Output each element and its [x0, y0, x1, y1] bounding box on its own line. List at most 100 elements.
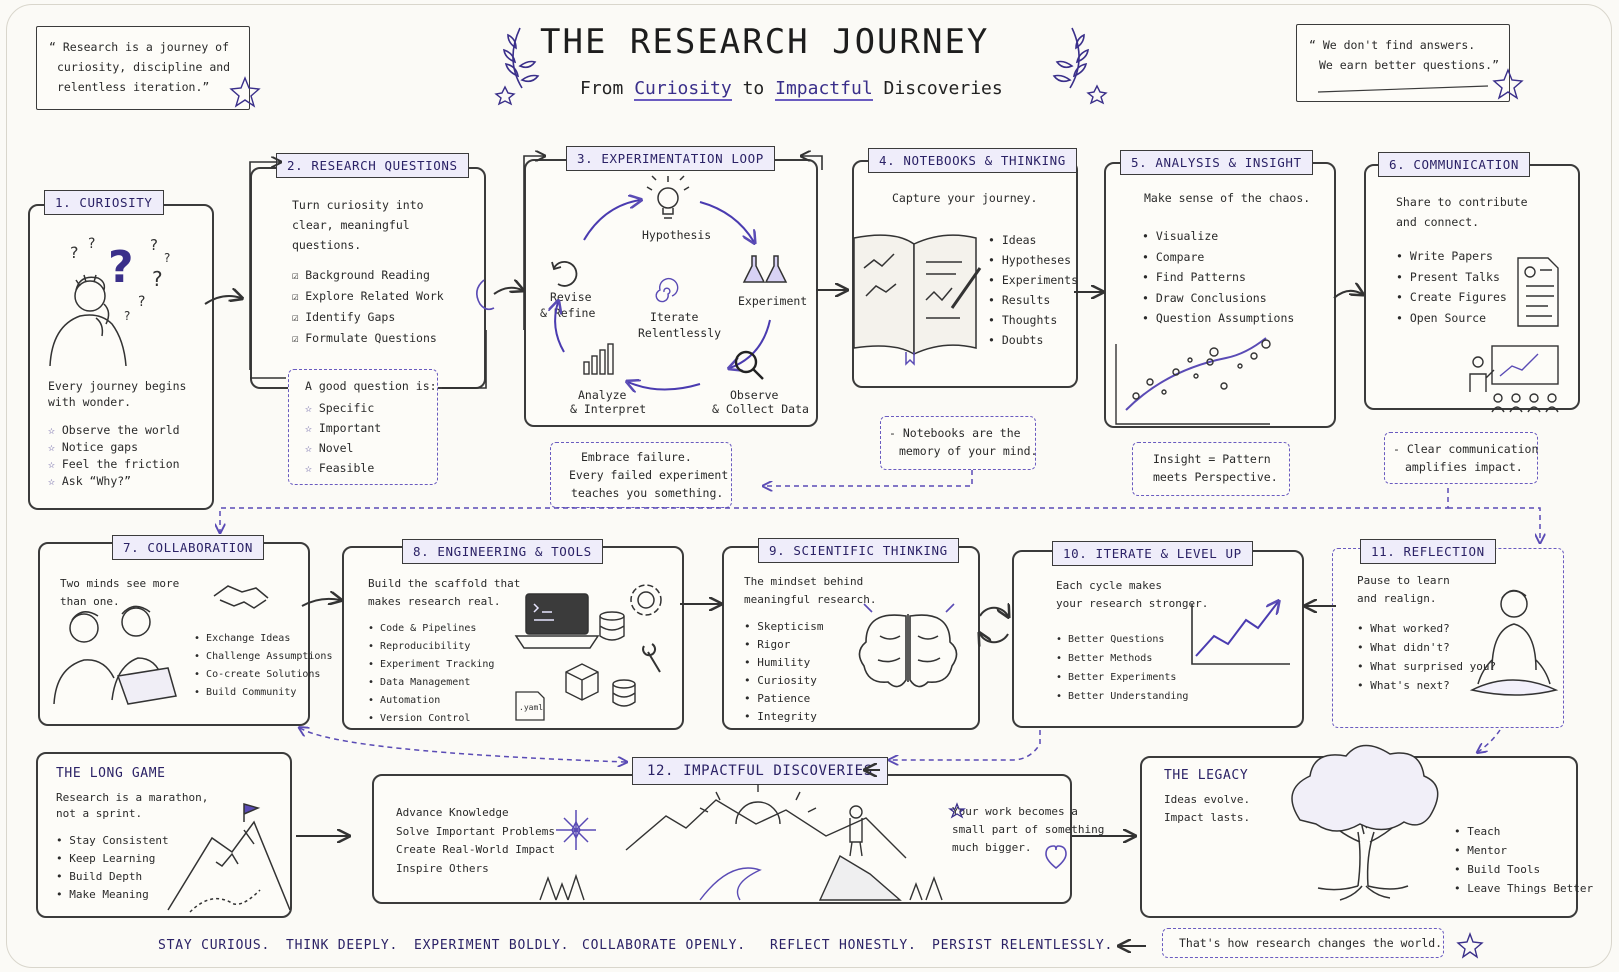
legacy-title: THE LEGACY — [1164, 768, 1249, 783]
tag-notebooks: 4. NOTEBOOKS & THINKING — [868, 148, 1077, 173]
list-item: Build Depth — [56, 868, 169, 886]
legacy-list: Teach Mentor Build Tools Leave Things Be… — [1454, 822, 1593, 898]
list-item: Background Reading — [292, 265, 444, 286]
list-item: Build Tools — [1454, 860, 1593, 879]
list-item: What worked? — [1357, 619, 1496, 638]
subtitle-to: to — [742, 78, 765, 99]
footer-motto: COLLABORATE OPENLY. — [582, 938, 746, 953]
tag-scientific-thinking: 9. SCIENTIFIC THINKING — [758, 538, 959, 563]
list-item: Advance Knowledge — [396, 806, 509, 819]
analysis-intro: Make sense of the chaos. — [1144, 191, 1311, 205]
note-good-question: A good question is: Specific Important N… — [288, 369, 438, 485]
footer-motto: STAY CURIOUS. — [158, 938, 271, 953]
eng-intro: makes research real. — [368, 595, 501, 608]
eng-list: Code & Pipelines Reproducibility Experim… — [368, 620, 494, 728]
list-item: Thoughts — [988, 310, 1078, 330]
list-item: Better Questions — [1056, 630, 1188, 649]
list-item: Exchange Ideas — [194, 630, 332, 648]
stage-engineering: Build the scaffold that makes research r… — [342, 546, 684, 730]
analysis-list: Visualize Compare Find Patterns Draw Con… — [1142, 226, 1294, 329]
list-item: Make Meaning — [56, 886, 169, 904]
list-item: Experiments — [988, 270, 1078, 290]
list-item: What didn't? — [1357, 638, 1496, 657]
subtitle-curiosity: Curiosity — [634, 78, 732, 101]
impact-right: much bigger. — [952, 841, 1032, 854]
list-item: Question Assumptions — [1142, 308, 1294, 329]
loop-revise: Revise — [550, 290, 592, 304]
quote-left-line: “ Research is a journey of — [49, 40, 230, 54]
footer-motto: REFLECT HONESTLY. — [770, 938, 917, 953]
footer-motto: EXPERIMENT BOLDLY. — [414, 938, 570, 953]
impact-list: Advance Knowledge Solve Important Proble… — [396, 804, 555, 878]
loop-analyze: & Interpret — [570, 402, 647, 416]
list-item: Rigor — [744, 636, 823, 654]
list-item: Leave Things Better — [1454, 879, 1593, 898]
list-item: Build Community — [194, 684, 332, 702]
list-item: Integrity — [744, 708, 823, 726]
subtitle-from: From — [580, 78, 624, 99]
sci-intro: The mindset behind — [744, 575, 864, 588]
note-line: Embrace failure. — [581, 450, 692, 464]
long-game-intro: not a sprint. — [56, 807, 143, 820]
list-item: Ideas — [988, 230, 1078, 250]
list-item: Present Talks — [1396, 267, 1507, 288]
note-line: teaches you something. — [571, 486, 724, 500]
note-line: - Clear communication — [1393, 442, 1539, 456]
collab-list: Exchange Ideas Challenge Assumptions Co-… — [194, 630, 332, 702]
list-item: Challenge Assumptions — [194, 648, 332, 666]
list-item: Find Patterns — [1142, 267, 1294, 288]
subtitle-impactful: Impactful — [775, 78, 873, 101]
communication-intro: Share to contribute — [1396, 195, 1528, 209]
note-line: Insight = Pattern — [1153, 452, 1271, 466]
legacy-intro: Ideas evolve. — [1164, 793, 1251, 806]
loop-observe: & Collect Data — [712, 402, 809, 416]
iterate-intro: your research stronger. — [1056, 597, 1209, 610]
impact-right: small part of something — [952, 823, 1105, 836]
stage-experimentation-loop: Hypothesis Experiment Observe & Collect … — [524, 159, 818, 427]
list-item: Humility — [744, 654, 823, 672]
note-line: memory of your mind. — [899, 444, 1038, 458]
long-game-title: THE LONG GAME — [56, 766, 166, 781]
curiosity-list: Observe the world Notice gaps Feel the f… — [48, 422, 180, 490]
quote-left-line: relentless iteration.” — [57, 80, 210, 94]
stage-iterate: Each cycle makes your research stronger.… — [1012, 550, 1304, 728]
tag-iterate: 10. ITERATE & LEVEL UP — [1052, 541, 1253, 566]
note-communication: - Clear communication amplifies impact. — [1384, 432, 1538, 484]
notebooks-intro: Capture your journey. — [892, 191, 1038, 205]
communication-list: Write Papers Present Talks Create Figure… — [1396, 246, 1507, 328]
good-question-list: Specific Important Novel Feasible — [305, 398, 381, 478]
tag-research-questions: 2. RESEARCH QUESTIONS — [276, 153, 469, 178]
rq-list: Background Reading Explore Related Work … — [292, 265, 444, 349]
collab-intro: than one. — [60, 595, 120, 608]
note-embrace-failure: Embrace failure. Every failed experiment… — [550, 442, 732, 508]
iterate-list: Better Questions Better Methods Better E… — [1056, 630, 1188, 706]
section-legacy: THE LEGACY Ideas evolve. Impact lasts. T… — [1140, 756, 1593, 918]
note-title: A good question is: — [305, 379, 437, 393]
list-item: Skepticism — [744, 618, 823, 636]
list-item: Identify Gaps — [292, 307, 444, 328]
sci-intro: meaningful research. — [744, 593, 877, 606]
list-item: Create Figures — [1396, 287, 1507, 308]
sci-list: Skepticism Rigor Humility Curiosity Pati… — [744, 618, 823, 726]
list-item: Ask “Why?” — [48, 473, 180, 490]
curiosity-intro: Every journey begins — [48, 379, 187, 393]
loop-experiment: Experiment — [738, 294, 808, 308]
iterate-intro: Each cycle makes — [1056, 579, 1162, 592]
rq-intro: Turn curiosity into — [292, 198, 424, 212]
subtitle-discoveries: Discoveries — [883, 78, 1003, 99]
footer-motto: THINK DEEPLY. — [286, 938, 399, 953]
loop-center: Relentlessly — [638, 326, 722, 340]
loop-center: Iterate — [650, 310, 699, 324]
footer-motto: PERSIST RELENTLESSLY. — [932, 938, 1114, 953]
tag-communication: 6. COMMUNICATION — [1378, 152, 1531, 177]
list-item: Patience — [744, 690, 823, 708]
list-item: Mentor — [1454, 841, 1593, 860]
list-item: Teach — [1454, 822, 1593, 841]
tag-experimentation-loop: 3. EXPERIMENTATION LOOP — [566, 146, 775, 171]
list-item: Automation — [368, 692, 494, 710]
footer-closing-box: That's how research changes the world. — [1162, 928, 1444, 958]
stage-communication: Share to contribute and connect. Write P… — [1364, 164, 1580, 410]
list-item: Reproducibility — [368, 638, 494, 656]
loop-analyze: Analyze — [578, 388, 627, 402]
loop-hypothesis: Hypothesis — [642, 228, 712, 242]
